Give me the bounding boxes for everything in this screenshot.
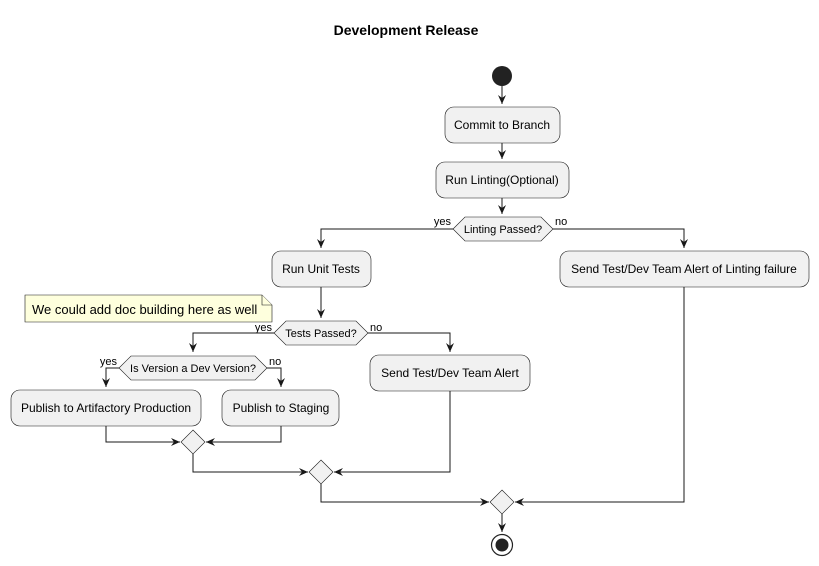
end-node <box>490 533 514 557</box>
edge-version-yes <box>102 367 119 387</box>
edge-lint-alert-merge <box>515 287 685 506</box>
lint-alert-node: Send Test/Dev Team Alert of Linting fail… <box>559 250 810 288</box>
edge-merge-tests-final <box>320 484 489 506</box>
tests-check-label: Tests Passed? <box>285 328 357 340</box>
publish-staging-label: Publish to Staging <box>233 401 330 415</box>
edge-version-no <box>267 367 285 387</box>
linting-node: Run Linting(Optional) <box>435 161 570 199</box>
commit-label: Commit to Branch <box>454 118 550 132</box>
linting-yes-label: yes <box>434 216 452 228</box>
test-alert-label: Send Test/Dev Team Alert <box>381 366 519 380</box>
start-node <box>492 66 512 86</box>
tests-no-label: no <box>370 322 382 334</box>
linting-no-label: no <box>555 216 567 228</box>
version-no-label: no <box>269 356 281 368</box>
edge-staging-merge <box>206 426 282 446</box>
version-check-decision: Is Version a Dev Version? <box>118 355 268 381</box>
edge-linting-yes <box>317 228 453 248</box>
publish-prod-node: Publish to Artifactory Production <box>10 389 202 427</box>
publish-prod-label: Publish to Artifactory Production <box>21 401 191 415</box>
linting-label: Run Linting(Optional) <box>445 173 558 187</box>
diagram-title: Development Release <box>334 22 479 38</box>
unit-tests-label: Run Unit Tests <box>282 262 360 276</box>
note: We could add doc building here as well <box>24 294 273 323</box>
linting-check-label: Linting Passed? <box>464 224 542 236</box>
merge-tests <box>308 459 334 485</box>
merge-version <box>180 429 206 455</box>
publish-staging-node: Publish to Staging <box>221 389 340 427</box>
tests-yes-label: yes <box>255 322 273 334</box>
tests-check-decision: Tests Passed? <box>273 320 369 346</box>
unit-tests-node: Run Unit Tests <box>271 250 372 288</box>
version-yes-label: yes <box>100 356 118 368</box>
linting-check-decision: Linting Passed? <box>452 216 554 242</box>
edge-prod-merge <box>105 426 180 446</box>
edge-tests-yes <box>189 332 274 352</box>
merge-final <box>489 489 515 515</box>
lint-alert-label: Send Test/Dev Team Alert of Linting fail… <box>571 262 797 276</box>
edge-tests-no <box>368 332 454 352</box>
commit-node: Commit to Branch <box>444 106 561 144</box>
edge-merge-version-tests <box>192 454 308 476</box>
note-text: We could add doc building here as well <box>32 302 257 317</box>
edge-test-alert-merge <box>334 391 451 476</box>
test-alert-node: Send Test/Dev Team Alert <box>369 354 531 392</box>
version-check-label: Is Version a Dev Version? <box>130 363 256 375</box>
edge-linting-no <box>553 228 688 248</box>
